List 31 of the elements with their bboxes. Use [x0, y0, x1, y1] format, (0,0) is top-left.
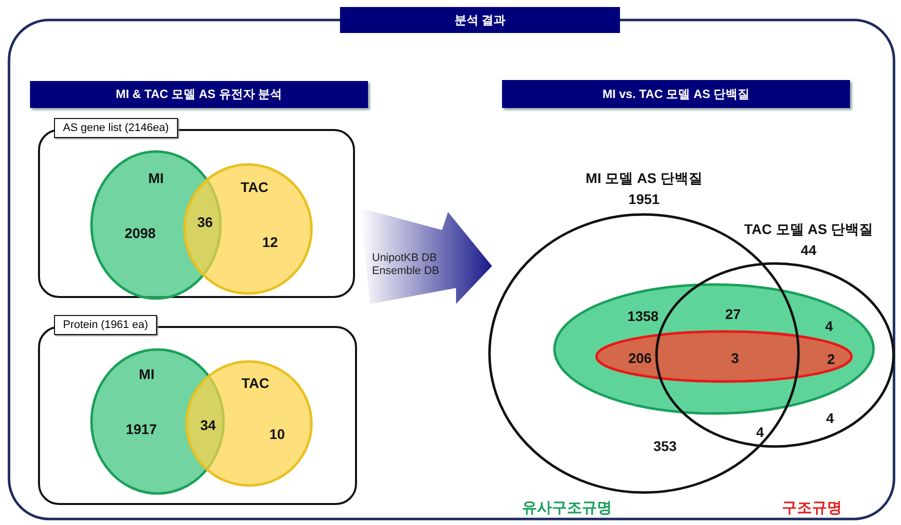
count-value: 12	[262, 234, 278, 250]
count-value: 2	[827, 351, 835, 367]
heading-tab: AS gene list (2146ea)	[54, 118, 178, 138]
set-title: TAC 모델 AS 단백질	[744, 220, 874, 238]
count-value: 36	[197, 214, 213, 230]
count-value: 4	[825, 318, 833, 334]
count-value: 4	[826, 410, 834, 426]
count-value: 353	[653, 438, 677, 454]
count-value: 1358	[627, 308, 659, 324]
count-value: 2098	[124, 224, 156, 240]
title-tab: 분석 결과	[340, 7, 620, 33]
legend-text: 유사구조규명	[522, 498, 612, 518]
set-label: MI	[138, 366, 154, 382]
section-header: MI vs. TAC 모델 AS 단백질	[502, 80, 850, 108]
set-label: MI	[148, 170, 164, 186]
count-value: 206	[628, 350, 652, 366]
count-value: 1951	[628, 190, 660, 207]
set-label: TAC	[242, 375, 270, 392]
count-value: 10	[269, 426, 285, 442]
legend-text: 구조규명	[782, 498, 842, 518]
count-value: 1917	[126, 420, 157, 437]
section-header: MI & TAC 모델 AS 유전자 분석	[30, 81, 368, 108]
count-value: 34	[200, 417, 216, 433]
set-title: MI 모델 AS 단백질	[586, 170, 702, 188]
count-value: 4	[756, 424, 764, 440]
count-value: 3	[731, 350, 739, 366]
heading-tab: Protein (1961 ea)	[54, 315, 157, 335]
count-value: 44	[800, 242, 816, 258]
arrow-label: UnipotKB DB Ensemble DB	[372, 252, 440, 278]
count-value: 27	[725, 306, 741, 322]
set-label: TAC	[240, 178, 268, 195]
